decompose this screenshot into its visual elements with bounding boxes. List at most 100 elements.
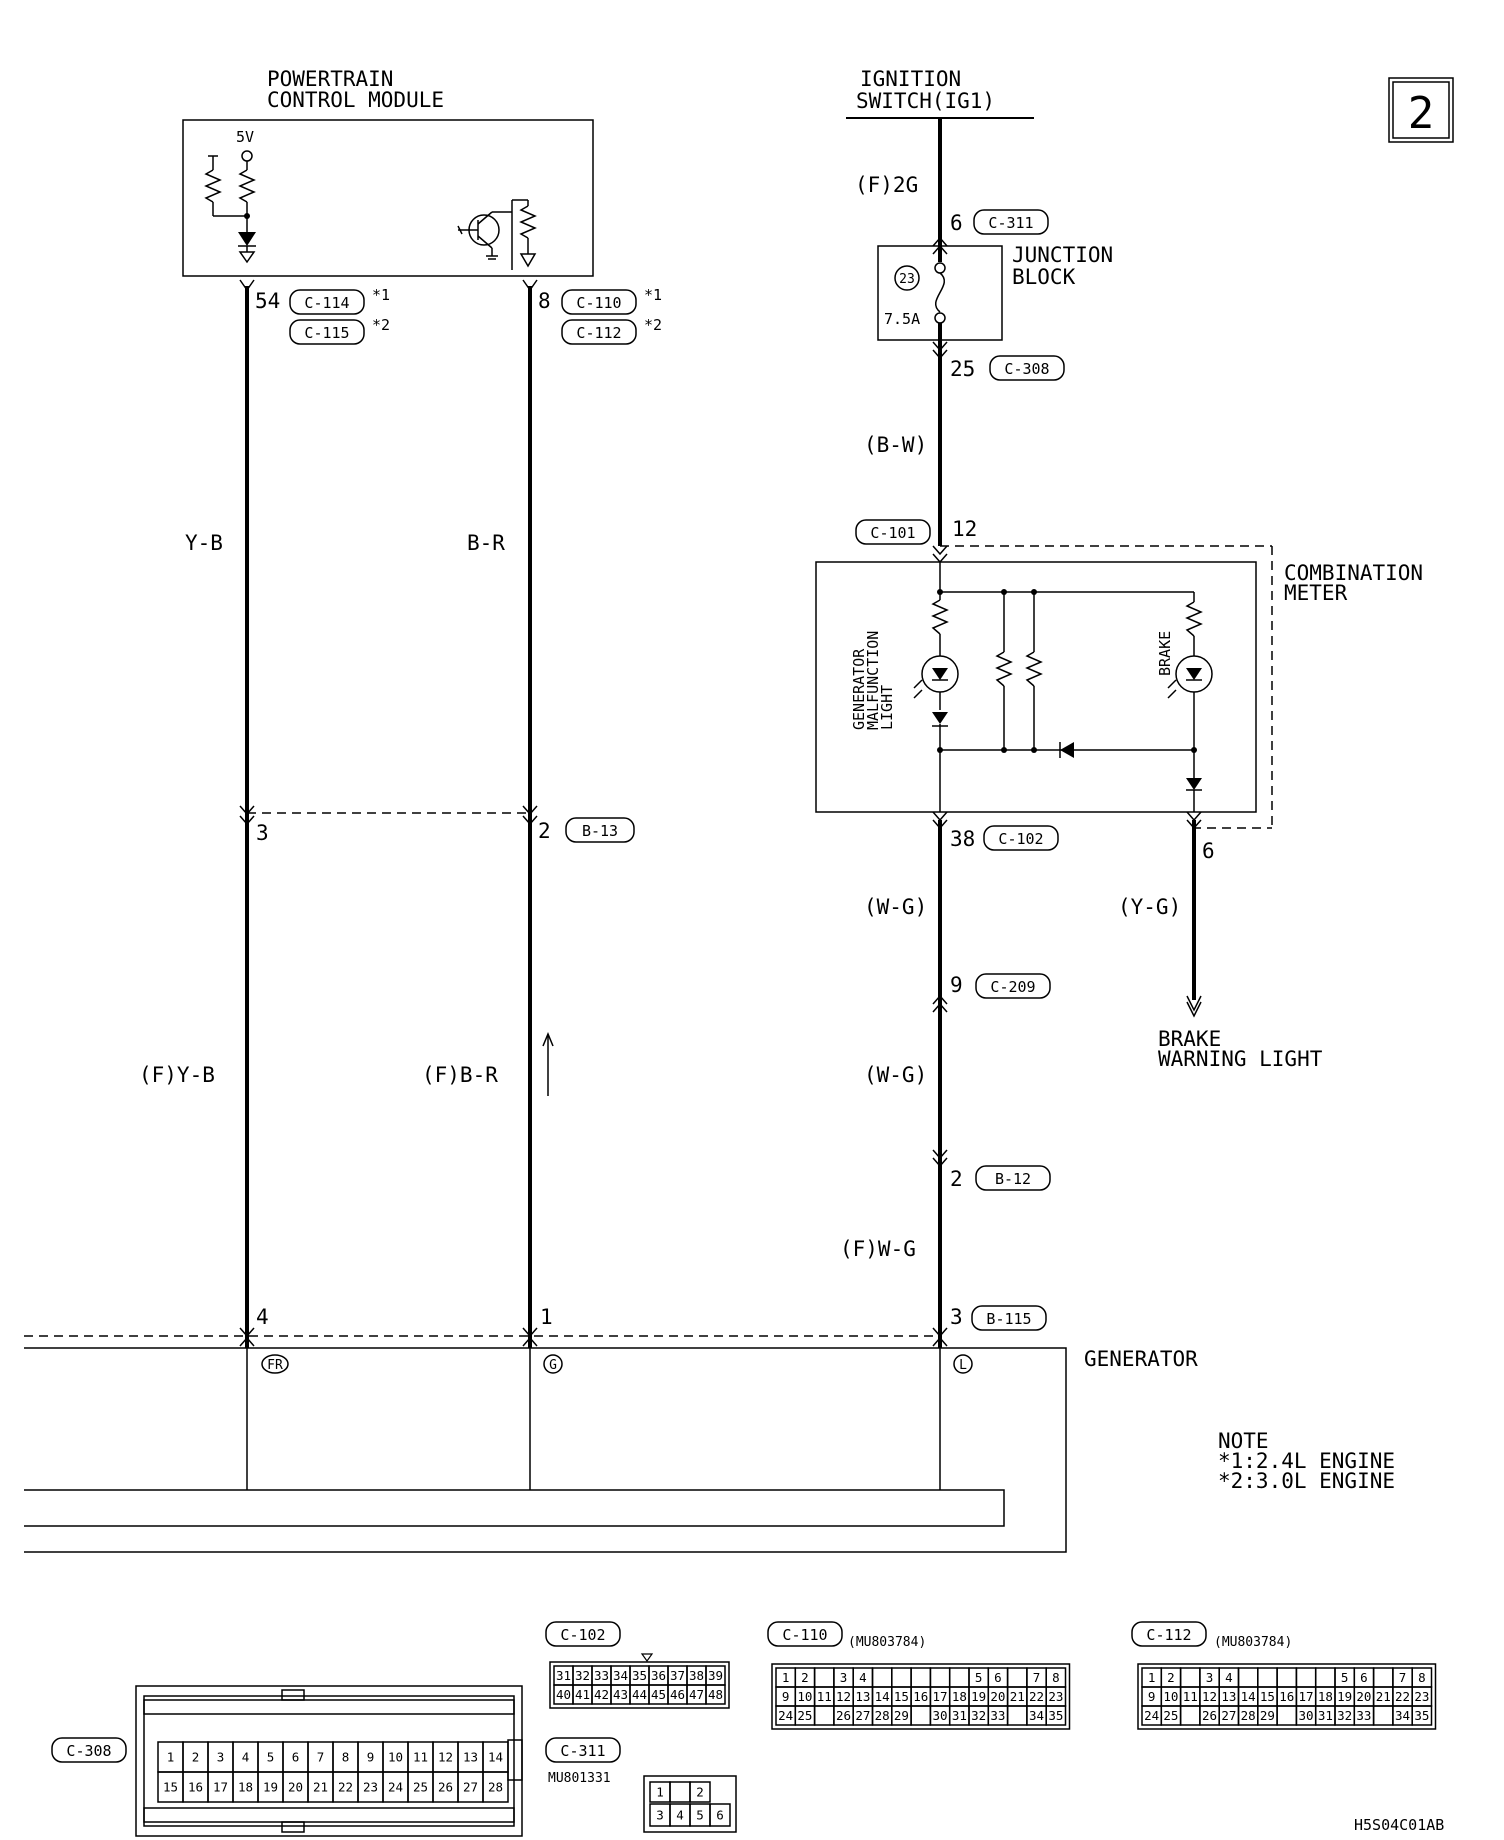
c112-cavity [1276,1667,1298,1688]
b13-right-pin: 2 [538,819,551,843]
pcm-star2-b: *2 [644,316,662,334]
c110-pin-label: 26 [836,1708,851,1723]
note-title: NOTE [1218,1429,1269,1453]
c110-pin-label: 11 [817,1689,832,1704]
c112-pin-label: 22 [1395,1689,1410,1704]
c308-pin-label: 13 [463,1750,478,1765]
c110-pin-label: 7 [1033,1670,1041,1685]
c101-conn-box [855,519,931,545]
c110-pin-label: 1 [782,1670,790,1685]
c110-pin-label: 14 [875,1689,890,1704]
ignition-conn: C-311 [988,214,1033,232]
c112-cavity [1179,1667,1201,1688]
c110-pin-label: 12 [836,1689,851,1704]
terminal-g: G [549,1358,557,1373]
c308-pin-label: 2 [192,1750,200,1765]
c110-pin-label: 33 [990,1708,1005,1723]
c102-conn-box [983,825,1059,851]
brake-lamp-label: BRAKE [1156,631,1174,676]
c110-pin-label: 3 [840,1670,848,1685]
c102-pin-label: 44 [632,1687,647,1702]
c308-pin-label: 19 [263,1780,278,1795]
c308-pin-label: 3 [217,1750,225,1765]
wire-label-f-y-b: (F)Y-B [139,1063,215,1087]
pcm-conn-c112-box [561,319,637,345]
c112-cavity [1372,1705,1394,1726]
c110-pin-label: 32 [971,1708,986,1723]
jb-out-conn: C-308 [1004,360,1049,378]
pcm-star1-b: *1 [644,286,662,304]
c308-pin-label: 4 [242,1750,250,1765]
c112-part-number: (MU803784) [1214,1635,1292,1650]
c311-face-label: C-311 [560,1742,605,1760]
c308-pin-label: 5 [267,1750,275,1765]
wire-label-f-b-r: (F)B-R [422,1063,498,1087]
pcm-conn-c112: C-112 [576,324,621,342]
pcm-internal-circuit: 5V [204,128,537,270]
c308-pin-label: 17 [213,1780,228,1795]
c110-pin-label: 5 [975,1670,983,1685]
pcm-title-line2: CONTROL MODULE [267,88,444,112]
c110-cavity [910,1705,932,1726]
fuse-number: 23 [899,272,915,287]
c112-pin-label: 28 [1241,1708,1256,1723]
c110-pin-label: 25 [797,1708,812,1723]
terminal-l: L [959,1358,967,1373]
c110-pin-label: 8 [1052,1670,1060,1685]
c308-pin-label: 15 [163,1780,178,1795]
c308-pin-label: 20 [288,1780,303,1795]
meter-in-pin: 12 [952,517,977,541]
c112-pin-label: 9 [1148,1689,1156,1704]
pcm-conn-c110-box [561,289,637,315]
c102-pin-label: 35 [632,1668,647,1683]
b12-pin: 2 [950,1167,963,1191]
c311-pin-label: 2 [696,1785,704,1800]
c112-cavity [1295,1667,1317,1688]
c112-pin-label: 26 [1202,1708,1217,1723]
c110-cavity [813,1705,835,1726]
c110-cavity [910,1667,932,1688]
meter-internal-circuit [913,562,1213,812]
c112-pin-label: 15 [1260,1689,1275,1704]
c308-cavity [482,1771,509,1803]
c112-pin-label: 23 [1414,1689,1429,1704]
c112-pin-label: 35 [1414,1708,1429,1723]
c311-pin-label: 1 [656,1785,664,1800]
b12-conn-box [975,1165,1051,1191]
pcm-pin-8: 8 [538,289,551,313]
c308-pin-label: 1 [167,1750,175,1765]
c110-pin-label: 13 [855,1689,870,1704]
note-line2: *2:3.0L ENGINE [1218,1469,1395,1493]
c112-cavity [1237,1667,1259,1688]
c102-pin-label: 43 [613,1687,628,1702]
meter-title-line1: COMBINATION [1284,561,1423,585]
b13-left-pin: 3 [256,821,269,845]
c110-pin-label: 27 [855,1708,870,1723]
c112-pin-label: 5 [1341,1670,1349,1685]
c110-pin-label: 2 [801,1670,809,1685]
c112-pin-label: 4 [1225,1670,1233,1685]
b12-conn: B-12 [995,1170,1031,1188]
c102-pin-label: 39 [708,1668,723,1683]
pcm-star1-a: *1 [372,286,390,304]
wire-label-w-g-1: (W-G) [864,895,927,919]
c110-pin-label: 34 [1029,1708,1044,1723]
fuse-icon [934,272,946,313]
c102-pin-label: 32 [575,1668,590,1683]
c308-pin-label: 8 [342,1750,350,1765]
c311-face-label-box [545,1737,621,1763]
jb-title-line1: JUNCTION [1012,243,1113,267]
gen-light-label-line2: MALFUNCTION [864,631,882,730]
fuse-number-circle [894,265,920,291]
meter-in-conn: C-101 [870,524,915,542]
pcm-conn-c115-box [289,319,365,345]
jb-title-line2: BLOCK [1012,265,1076,289]
c112-pin-label: 8 [1418,1670,1426,1685]
c110-pin-label: 17 [933,1689,948,1704]
pcm-star2-a: *2 [372,316,390,334]
gen-conn: B-115 [986,1310,1031,1328]
pcm-conn-c114-box [289,289,365,315]
c308-pin-label: 14 [488,1750,503,1765]
c110-cavity [929,1667,951,1688]
